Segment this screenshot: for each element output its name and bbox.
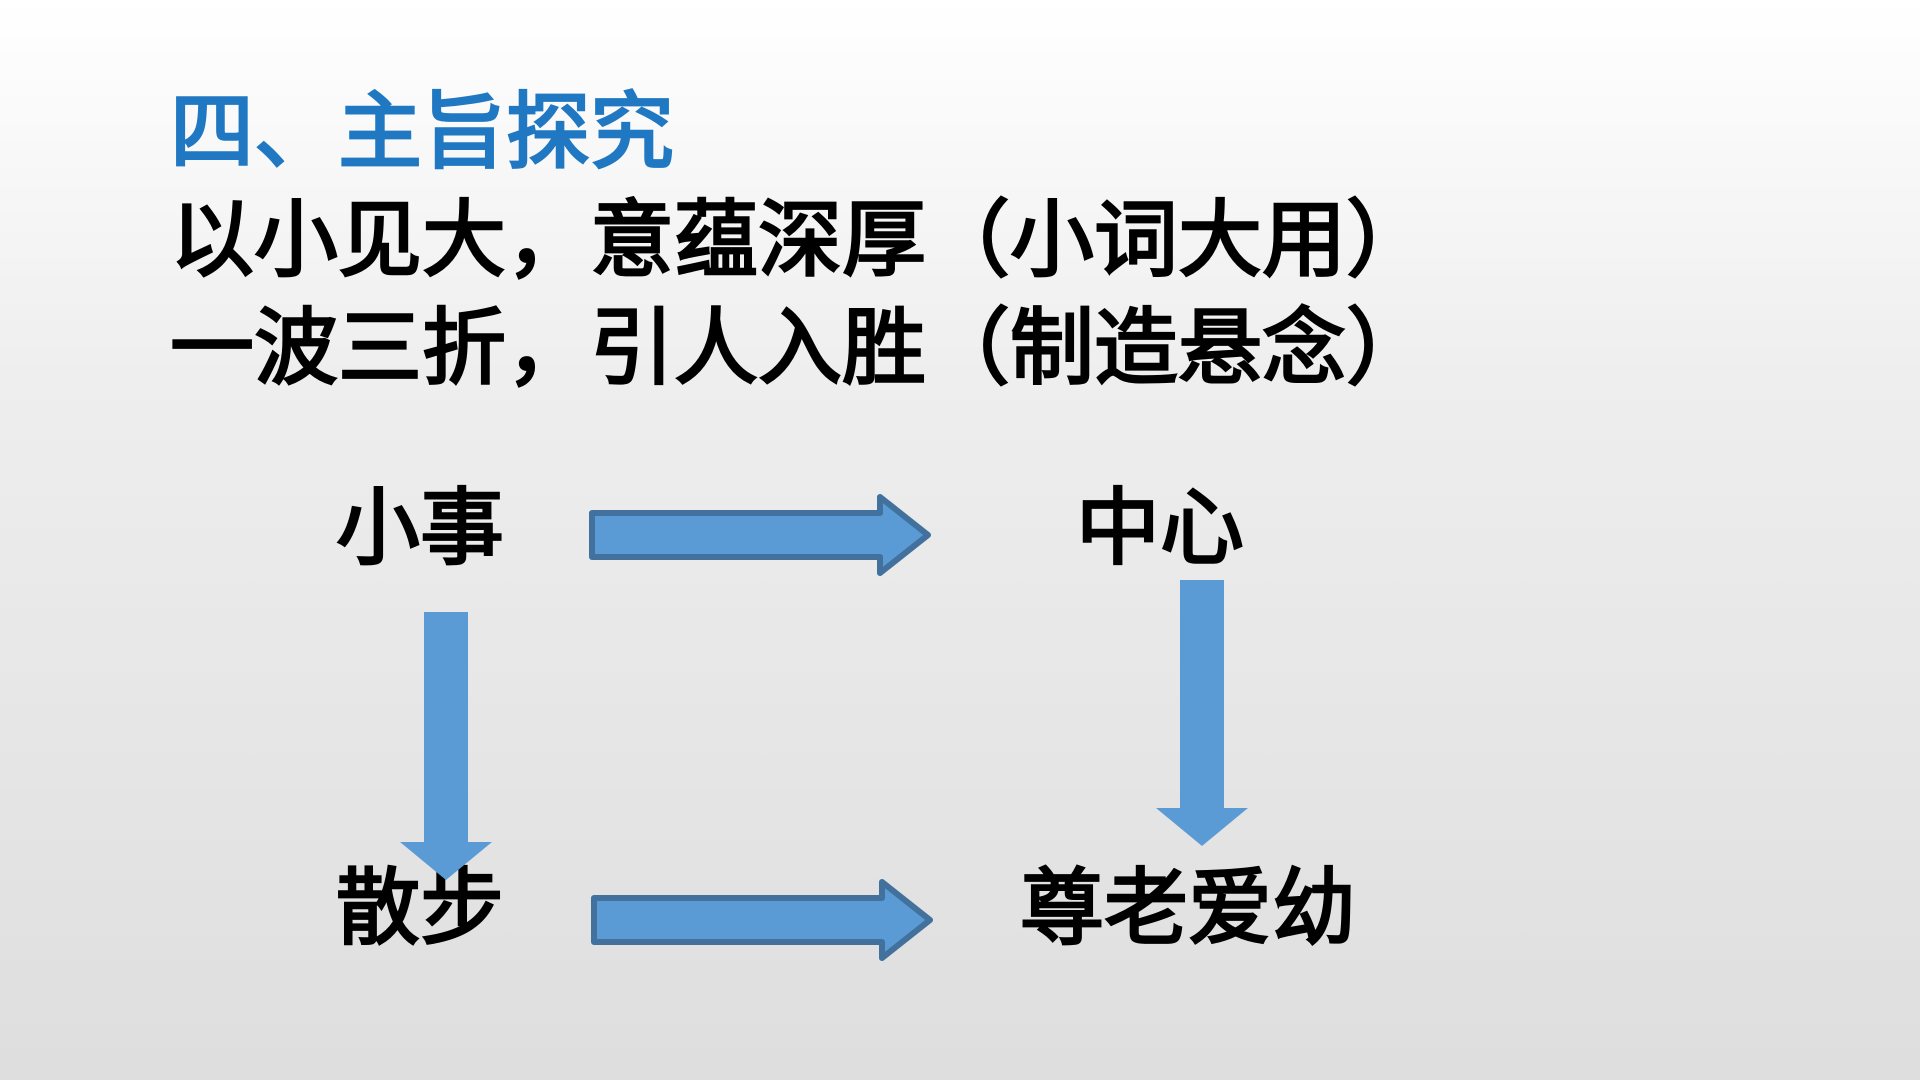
point-line-2: 一波三折，引人入胜（制造悬念） bbox=[170, 299, 1431, 397]
arrow-down-right bbox=[1156, 580, 1248, 846]
arrow-right-bottom bbox=[591, 879, 933, 961]
node-zunlao: 尊老爱幼 bbox=[1020, 859, 1357, 957]
node-xiaoshi: 小事 bbox=[336, 479, 505, 577]
point-line-1: 以小见大，意蕴深厚（小词大用） bbox=[170, 191, 1431, 289]
slide-title: 四、主旨探究 bbox=[170, 83, 675, 181]
node-sanbu: 散步 bbox=[336, 859, 505, 957]
arrow-right-top bbox=[589, 494, 931, 576]
arrow-down-left bbox=[400, 612, 492, 880]
node-zhongxin: 中心 bbox=[1076, 479, 1245, 577]
